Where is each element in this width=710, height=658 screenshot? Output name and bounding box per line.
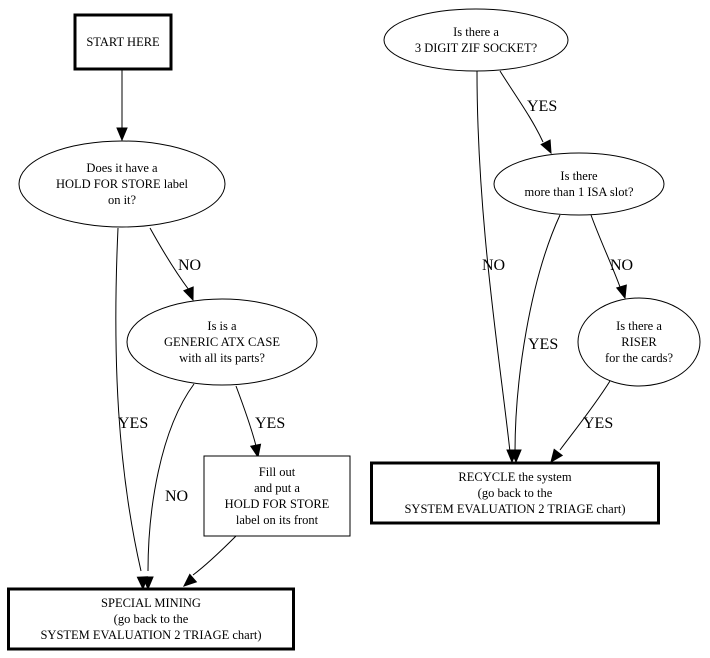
arrowhead-icon: [183, 286, 194, 302]
edge-isa_slot-to-recycle: YES: [510, 214, 561, 464]
node-text-line: RISER: [621, 335, 657, 349]
decision-ellipse: [383, 8, 569, 72]
arrowhead-icon: [183, 573, 198, 587]
arrowhead-icon: [550, 448, 564, 464]
node-start: START HERE: [73, 13, 173, 71]
arrowhead-icon: [116, 127, 128, 142]
node-text-line: SYSTEM EVALUATION 2 TRIAGE chart): [404, 502, 625, 516]
node-text-line: RECYCLE the system: [458, 470, 571, 484]
node-text-line: on it?: [108, 193, 137, 207]
edge-zif_socket-to-isa_slot: YES: [499, 70, 557, 155]
process-box: [73, 13, 173, 71]
decision-ellipse: [493, 152, 665, 216]
edge-hold_label-to-special_mining: YES: [115, 227, 148, 591]
edge-riser-to-recycle: YES: [550, 380, 613, 464]
node-text-line: label on its front: [236, 513, 319, 527]
edge-line: [115, 227, 142, 572]
node-text-line: Is there a: [616, 319, 662, 333]
edge-line: [559, 380, 611, 451]
edge-line: [149, 227, 190, 291]
edge-label: NO: [165, 488, 188, 505]
arrowhead-icon: [510, 449, 522, 464]
edge-start-to-hold_label: [116, 66, 128, 142]
edge-label: YES: [583, 415, 613, 432]
process-box: [203, 455, 351, 537]
arrowhead-icon: [142, 576, 154, 591]
node-text-line: HOLD FOR STORE label: [56, 177, 189, 191]
node-riser: Is there a RISER for the cards?: [577, 297, 701, 387]
edge-line: [590, 214, 621, 288]
node-text-line: Does it have a: [86, 161, 158, 175]
arrowhead-icon: [249, 443, 262, 459]
edge-line: [514, 214, 561, 453]
edge-label: YES: [527, 98, 557, 115]
edge-isa_slot-to-riser: NO: [590, 214, 633, 300]
node-text-line: for the cards?: [605, 351, 673, 365]
edge-generic_atx-to-fill_out: YES: [235, 385, 285, 459]
node-zif-socket: Is there a 3 DIGIT ZIF SOCKET?: [383, 8, 569, 72]
edge-line: [147, 383, 195, 572]
node-text-line: more than 1 ISA slot?: [524, 185, 633, 199]
edge-label: NO: [610, 257, 633, 274]
node-text-line: SYSTEM EVALUATION 2 TRIAGE chart): [40, 628, 261, 642]
edge-line: [192, 535, 237, 576]
node-text-line: Is there a: [453, 25, 499, 39]
node-recycle: RECYCLE the system (go back to theSYSTEM …: [370, 461, 660, 525]
node-text-line: 3 DIGIT ZIF SOCKET?: [415, 41, 538, 55]
node-text-line: Fill out: [259, 465, 296, 479]
edge-line: [499, 70, 544, 143]
edge-generic_atx-to-special_mining: NO: [142, 383, 195, 591]
process-box: [7, 587, 295, 651]
node-generic-atx: Is is a GENERIC ATX CASE with all its part…: [126, 298, 318, 386]
edge-label: YES: [118, 415, 148, 432]
node-isa-slot: Is there more than 1 ISA slot?: [493, 152, 665, 216]
node-text-line: Is there: [560, 169, 598, 183]
decision-ellipse: [577, 297, 701, 387]
node-text-line: and put a: [254, 481, 300, 495]
edge-label: YES: [528, 336, 558, 353]
node-text-line: (go back to the: [114, 612, 189, 626]
node-fill-out: Fill out and put a HOLD FOR STORE label on …: [203, 455, 351, 537]
edge-hold_label-to-generic_atx: NO: [149, 227, 201, 302]
edge-label: NO: [482, 257, 505, 274]
edge-line: [235, 385, 257, 447]
edge-label: YES: [255, 415, 285, 432]
decision-ellipse: [126, 298, 318, 386]
node-text-line: START HERE: [86, 35, 160, 49]
edge-line: [476, 70, 511, 453]
decision-ellipse: [18, 140, 226, 228]
edge-fill_out-to-special_mining: [183, 535, 237, 587]
node-text-line: HOLD FOR STORE: [225, 497, 330, 511]
arrowhead-icon: [615, 284, 627, 300]
process-box: [370, 461, 660, 525]
node-text-line: (go back to the: [478, 486, 553, 500]
edge-label: NO: [178, 257, 201, 274]
node-hold-label: Does it have a HOLD FOR STORE label on it?: [18, 140, 226, 228]
node-text-line: with all its parts?: [179, 351, 265, 365]
edge-zif_socket-to-recycle: NO: [476, 70, 518, 464]
arrowhead-icon: [540, 139, 552, 155]
node-text-line: GENERIC ATX CASE: [164, 335, 280, 349]
node-text-line: Is is a: [207, 319, 237, 333]
node-text-line: SPECIAL MINING: [101, 596, 201, 610]
